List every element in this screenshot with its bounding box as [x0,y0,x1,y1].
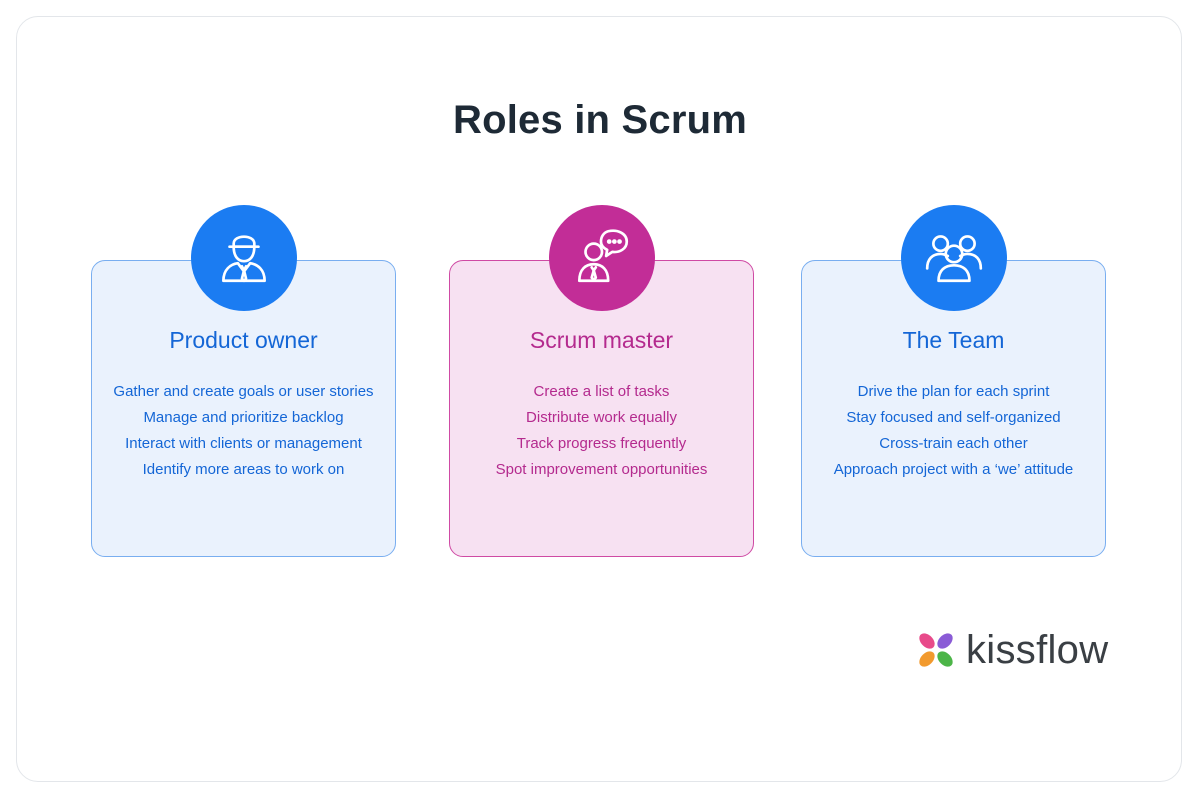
role-badge [900,205,1007,311]
businessman-icon [211,223,277,294]
role-title: Product owner [169,327,318,353]
list-item: Create a list of tasks [533,383,670,400]
list-item: Gather and create goals or user stories [113,383,374,400]
list-item: Identify more areas to work on [142,461,345,478]
team-group-icon [921,223,987,294]
logo-wordmark: kissflow [966,628,1109,672]
role-title: The Team [902,327,1005,353]
role-title: Scrum master [529,327,674,353]
role-card-product-owner: Product owner Gather and create goals or… [91,205,396,557]
role-card-scrum-master: Scrum master Create a list of tasks Dist… [449,205,754,557]
list-item: Stay focused and self-organized [846,409,1061,426]
list-item: Drive the plan for each sprint [857,383,1050,400]
role-badge [548,205,655,311]
list-item: Interact with clients or management [125,435,362,452]
kissflow-petals-icon [919,633,953,667]
role-responsibilities-list: Drive the plan for each sprint Stay focu… [802,379,1105,483]
kissflow-logo: kissflow [916,628,1108,672]
list-item: Cross-train each other [879,435,1028,452]
list-item: Distribute work equally [526,409,677,426]
page-title: Roles in Scrum [453,98,747,142]
list-item: Track progress frequently [516,435,687,452]
role-responsibilities-list: Create a list of tasks Distribute work e… [450,379,753,483]
person-speech-bubble-icon [569,223,635,294]
role-badge [190,205,297,311]
list-item: Manage and prioritize backlog [143,409,344,426]
role-responsibilities-list: Gather and create goals or user stories … [92,379,395,483]
list-item: Spot improvement opportunities [495,461,708,478]
list-item: Approach project with a ‘we’ attitude [833,461,1074,478]
role-card-the-team: The Team Drive the plan for each sprint … [801,205,1106,557]
